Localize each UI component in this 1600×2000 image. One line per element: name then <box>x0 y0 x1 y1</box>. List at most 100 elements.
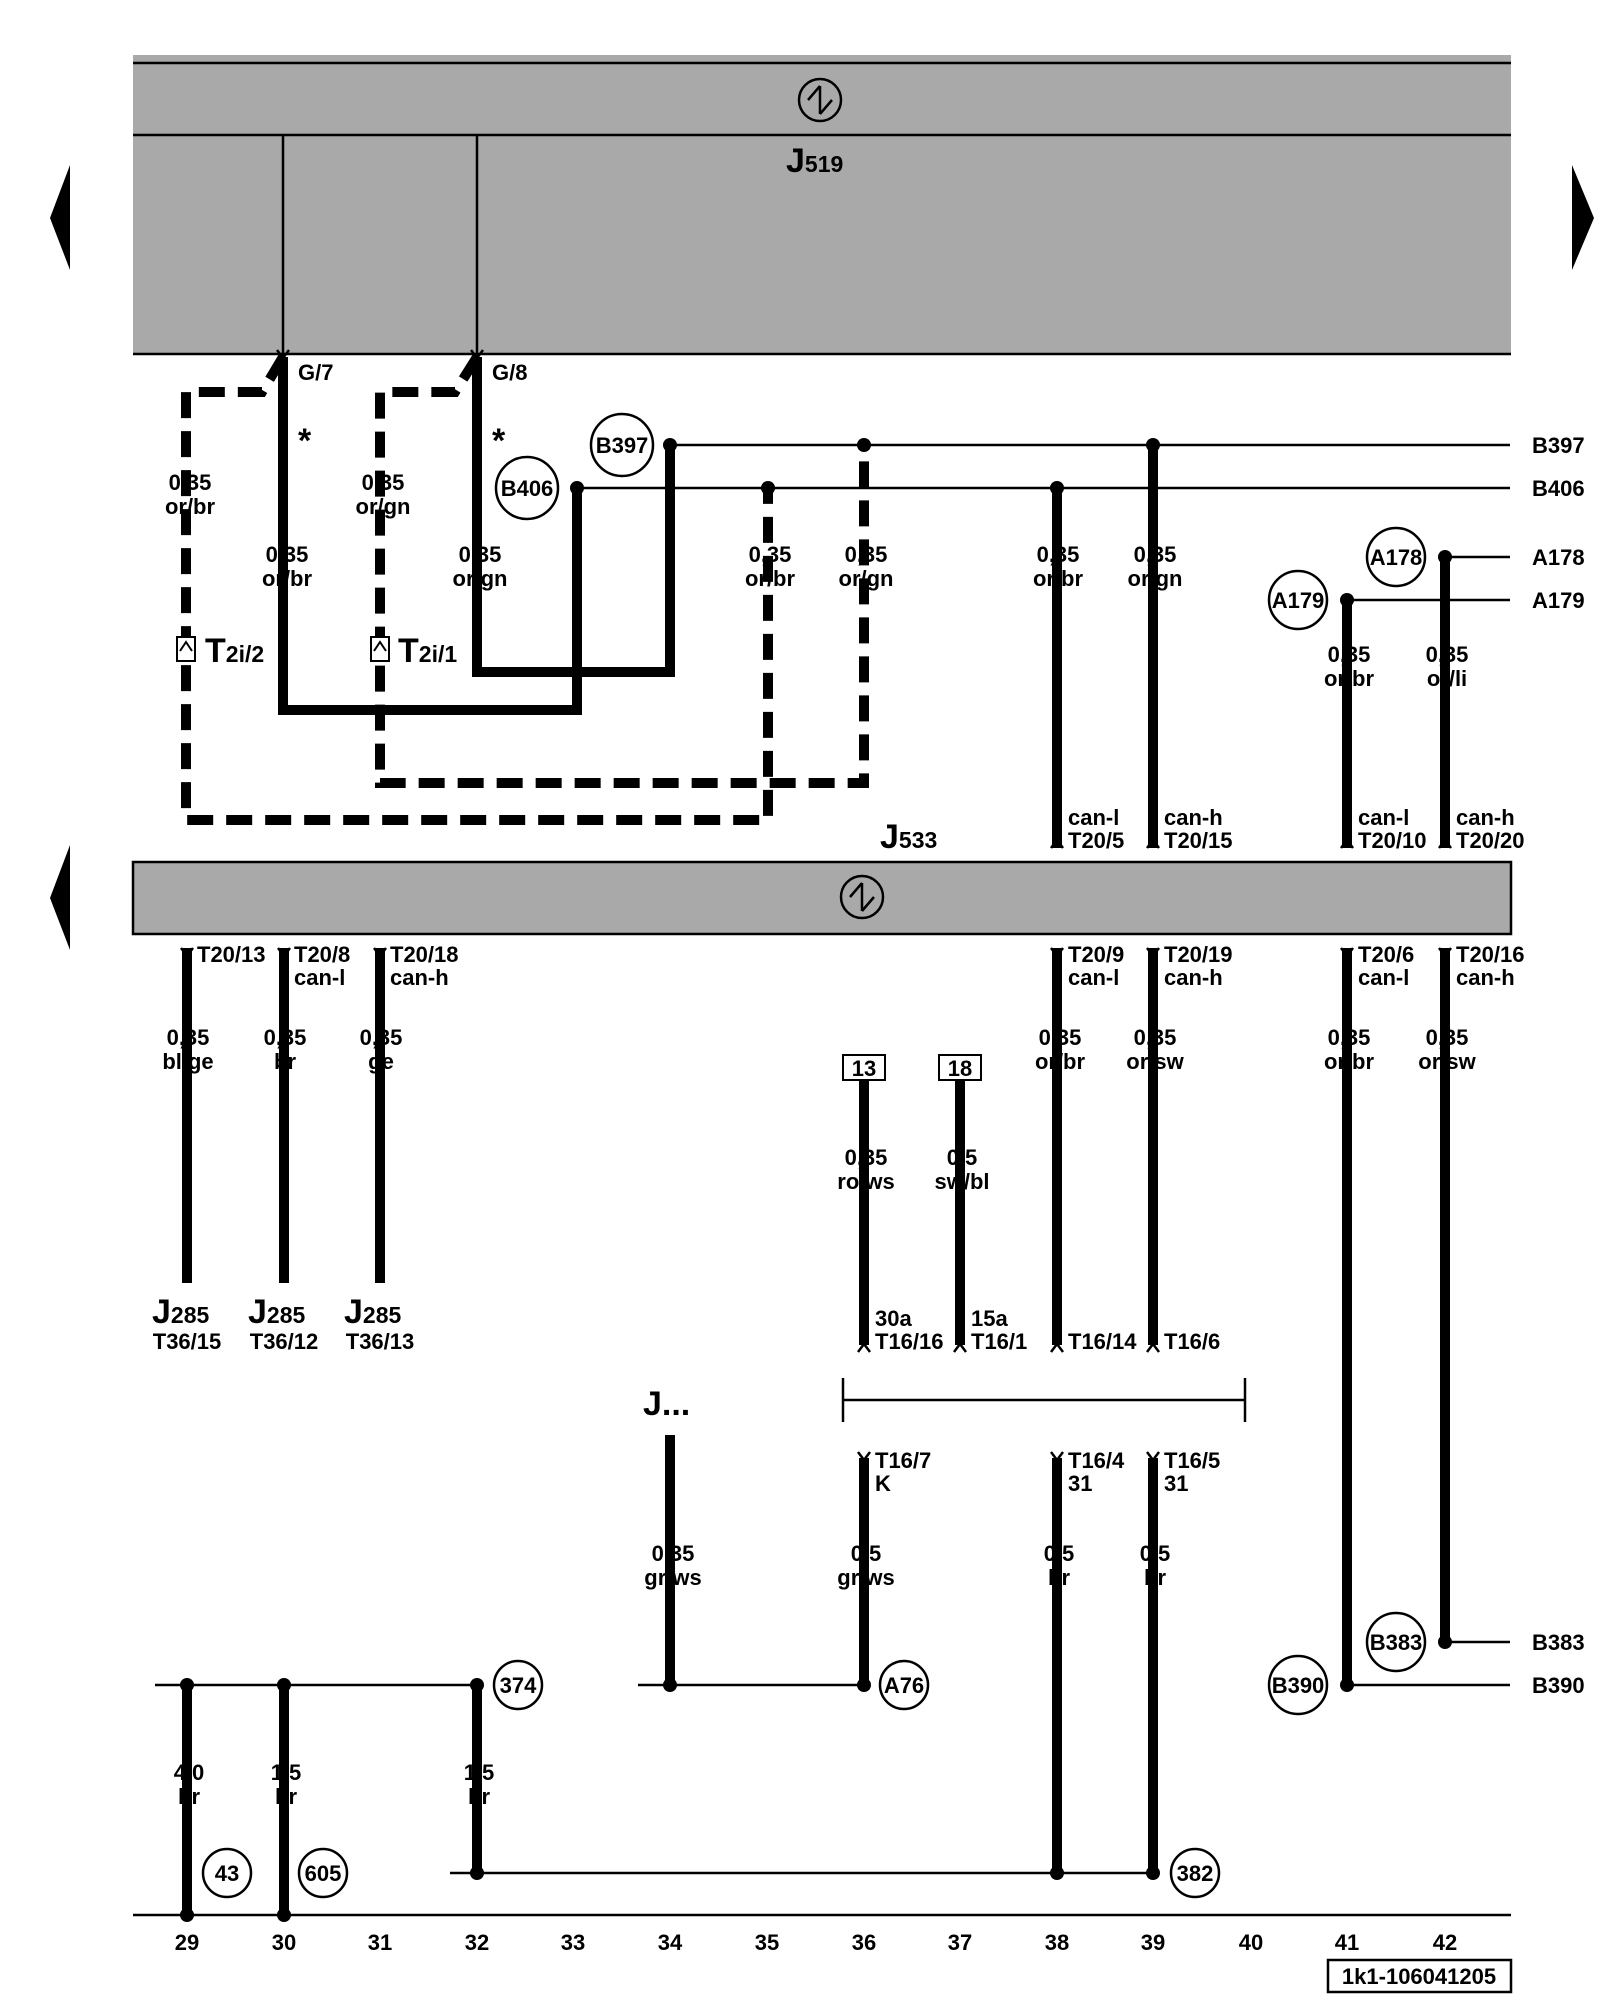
svg-text:T16/4: T16/4 <box>1068 1448 1125 1473</box>
svg-text:43: 43 <box>215 1861 239 1886</box>
svg-text:605: 605 <box>305 1861 342 1886</box>
arrow-left-icon[interactable] <box>50 165 70 270</box>
svg-text:T2i/1: T2i/1 <box>398 632 457 670</box>
svg-text:can-h: can-h <box>390 965 449 990</box>
svg-text:T16/14: T16/14 <box>1068 1329 1137 1354</box>
grid-number: 42 <box>1433 1930 1457 1955</box>
t16-lower-pins: T16/7K T16/431 T16/531 <box>875 1448 1220 1496</box>
junction-dots <box>180 438 1452 1922</box>
ref-box-13[interactable]: 13 <box>842 1054 886 1081</box>
svg-text:1,5: 1,5 <box>271 1760 302 1785</box>
node-b397[interactable]: B397 <box>589 412 655 478</box>
svg-text:B397: B397 <box>1532 433 1585 458</box>
svg-text:gr/ws: gr/ws <box>837 1565 894 1590</box>
module-j519: J519 <box>133 55 1511 357</box>
svg-text:31: 31 <box>1068 1471 1092 1496</box>
svg-text:0,35: 0,35 <box>167 1025 210 1050</box>
svg-text:0,35: 0,35 <box>266 542 309 567</box>
svg-text:can-l: can-l <box>1068 805 1119 830</box>
svg-text:0,35: 0,35 <box>1328 1025 1371 1050</box>
grid-number: 29 <box>175 1930 199 1955</box>
svg-text:A76: A76 <box>884 1673 924 1698</box>
svg-text:B383: B383 <box>1370 1630 1423 1655</box>
node-a179[interactable]: A179 <box>1267 569 1329 631</box>
svg-text:B390: B390 <box>1532 1673 1585 1698</box>
node-b390[interactable]: B390 <box>1267 1654 1329 1716</box>
arrow-left-icon[interactable] <box>50 845 70 950</box>
ref-box-18[interactable]: 18 <box>938 1054 982 1081</box>
svg-text:ge: ge <box>368 1049 394 1074</box>
svg-text:T16/7: T16/7 <box>875 1448 931 1473</box>
grid-number: 36 <box>852 1930 876 1955</box>
module-label-j519: J519 <box>786 142 843 180</box>
wires-top <box>181 354 1450 848</box>
footnote-star: * <box>492 422 506 460</box>
grid-number: 40 <box>1239 1930 1263 1955</box>
svg-text:4,0: 4,0 <box>174 1760 205 1785</box>
svg-text:or/br: or/br <box>1324 666 1375 691</box>
terminal-marks <box>180 349 1452 1463</box>
svg-text:T20/16: T20/16 <box>1456 942 1525 967</box>
module-j533: J533 <box>131 818 1513 936</box>
ground-symbol-icon <box>839 874 885 920</box>
node-b406[interactable]: B406 <box>494 455 560 521</box>
node-a178[interactable]: A178 <box>1365 526 1427 588</box>
svg-text:can-l: can-l <box>294 965 345 990</box>
svg-text:T20/20: T20/20 <box>1456 828 1525 853</box>
svg-text:br: br <box>1048 1565 1070 1590</box>
svg-text:0,35: 0,35 <box>360 1025 403 1050</box>
svg-text:T16/5: T16/5 <box>1164 1448 1220 1473</box>
svg-text:0,35: 0,35 <box>1037 542 1080 567</box>
grid-number: 34 <box>658 1930 683 1955</box>
arrow-right-icon[interactable] <box>1572 165 1594 270</box>
svg-text:15a: 15a <box>971 1306 1008 1331</box>
svg-text:T36/15: T36/15 <box>153 1329 222 1354</box>
node-a76[interactable]: A76 <box>878 1659 930 1711</box>
node-43[interactable]: 43 <box>201 1847 253 1899</box>
footer-code-box: 1k1-106041205 <box>1326 1958 1513 1994</box>
node-374[interactable]: 374 <box>492 1659 544 1711</box>
svg-text:can-l: can-l <box>1358 965 1409 990</box>
svg-text:T20/8: T20/8 <box>294 942 350 967</box>
svg-text:gr/ws: gr/ws <box>644 1565 701 1590</box>
svg-text:0,5: 0,5 <box>851 1541 882 1566</box>
bus-lines <box>133 443 1511 1917</box>
svg-text:T2i/2: T2i/2 <box>205 632 264 670</box>
svg-text:br: br <box>468 1784 490 1809</box>
grid-number: 33 <box>561 1930 585 1955</box>
svg-text:T16/16: T16/16 <box>875 1329 944 1354</box>
svg-text:br: br <box>1144 1565 1166 1590</box>
node-382[interactable]: 382 <box>1169 1847 1221 1899</box>
svg-text:or/sw: or/sw <box>1126 1049 1184 1074</box>
svg-text:or/gn: or/gn <box>1128 566 1183 591</box>
svg-text:or/br: or/br <box>1033 566 1084 591</box>
svg-text:0,35: 0,35 <box>1039 1025 1082 1050</box>
svg-text:0,35: 0,35 <box>264 1025 307 1050</box>
svg-text:J285: J285 <box>344 1293 402 1331</box>
node-b383[interactable]: B383 <box>1365 1611 1427 1673</box>
svg-text:0,35: 0,35 <box>169 470 212 495</box>
svg-text:T20/5: T20/5 <box>1068 828 1124 853</box>
svg-text:B383: B383 <box>1532 1630 1585 1655</box>
svg-text:13: 13 <box>852 1056 876 1081</box>
svg-text:bl/ge: bl/ge <box>162 1049 213 1074</box>
svg-text:J285: J285 <box>248 1293 306 1331</box>
pin-g7: G/7 <box>298 360 333 385</box>
svg-text:0,5: 0,5 <box>1044 1541 1075 1566</box>
svg-text:0,35: 0,35 <box>1328 642 1371 667</box>
svg-text:T36/13: T36/13 <box>346 1329 415 1354</box>
connector-t2i-1: T2i/1 <box>370 632 457 670</box>
svg-text:B397: B397 <box>596 433 649 458</box>
svg-text:or/br: or/br <box>165 494 216 519</box>
grid-number: 39 <box>1141 1930 1165 1955</box>
svg-text:T20/18: T20/18 <box>390 942 459 967</box>
svg-text:1,5: 1,5 <box>464 1760 495 1785</box>
svg-text:0,5: 0,5 <box>947 1145 978 1170</box>
node-605[interactable]: 605 <box>297 1847 349 1899</box>
svg-text:30a: 30a <box>875 1306 912 1331</box>
grid-number: 30 <box>272 1930 296 1955</box>
svg-text:or/li: or/li <box>1427 666 1467 691</box>
svg-text:0,35: 0,35 <box>1134 1025 1177 1050</box>
